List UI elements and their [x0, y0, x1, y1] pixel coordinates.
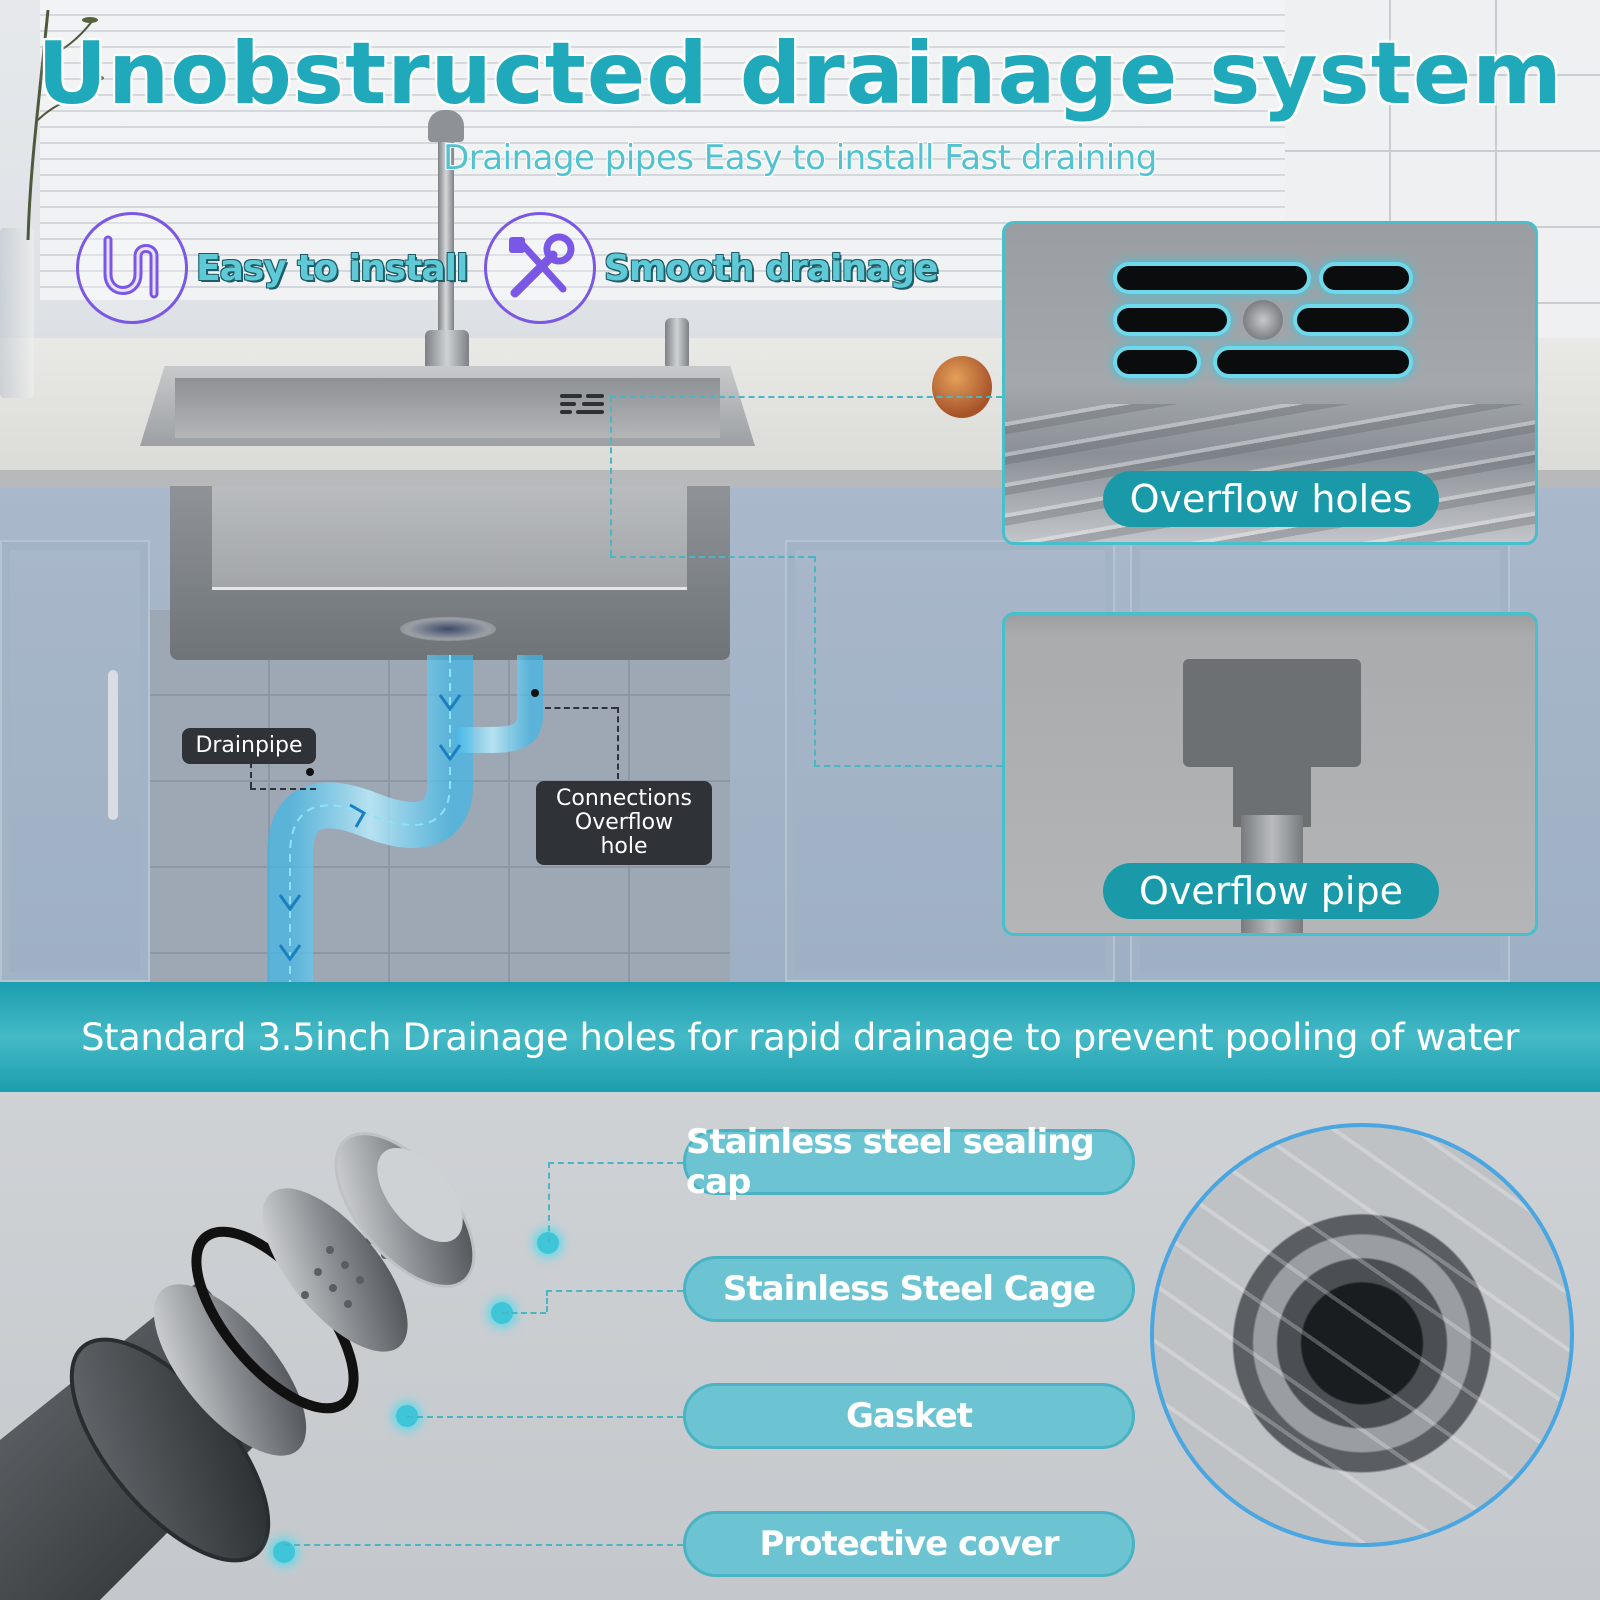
cabinet-handle	[108, 670, 118, 820]
sink-drain	[400, 617, 496, 641]
page-subtitle: Drainage pipes Easy to install Fast drai…	[443, 138, 1157, 178]
page-title: Unobstructed drainage system	[37, 24, 1563, 124]
connector-cap-h	[548, 1162, 683, 1164]
overflow-pipe-plate	[1183, 659, 1361, 767]
overflow-slot	[1117, 266, 1307, 290]
drain-closeup-photo	[1150, 1123, 1574, 1547]
connector-overflow-pipe-v	[814, 556, 816, 766]
connector-overflow-holes-h	[610, 396, 1002, 398]
feature-easy-install: Easy to install	[76, 212, 468, 324]
overflow-pipe-tag: Overflow pipe	[1103, 863, 1439, 919]
overflow-slot	[1117, 308, 1227, 332]
faucet-head	[428, 110, 464, 142]
connections-label: Connections Overflow hole	[536, 781, 712, 865]
cover-pointer-dot	[273, 1541, 295, 1563]
sink-bowl-face	[212, 486, 687, 590]
connector-cover	[284, 1544, 683, 1546]
cap-pointer-dot	[537, 1232, 559, 1254]
connections-label-line1: Connections	[556, 786, 692, 811]
info-band: Standard 3.5inch Drainage holes for rapi…	[0, 982, 1600, 1092]
cabinet-door-left	[0, 540, 150, 982]
connector-gasket	[407, 1416, 683, 1418]
overflow-screw	[1243, 300, 1283, 340]
plant-branch	[26, 9, 104, 240]
connector-drainpipe-h	[250, 788, 316, 790]
part-gasket: Gasket	[683, 1383, 1135, 1449]
feature-label: Easy to install	[196, 247, 468, 289]
connector-overflow-pipe-h1	[610, 556, 814, 558]
overflow-slot	[1117, 350, 1197, 374]
connector-cap-v	[548, 1162, 550, 1242]
connector-connections-h	[545, 707, 617, 709]
connector-drainpipe-v	[250, 762, 252, 788]
feature-smooth-drainage: Smooth drainage	[484, 212, 939, 324]
overflow-pipe-panel: Overflow pipe	[1002, 612, 1538, 936]
part-steel-cage: Stainless Steel Cage	[683, 1256, 1135, 1322]
info-band-text: Standard 3.5inch Drainage holes for rapi…	[80, 1015, 1520, 1059]
connector-overflow-holes-v	[610, 396, 612, 556]
sink-overflow-holes	[560, 394, 610, 414]
drain-pipes	[267, 655, 543, 982]
drain-assembly-illustration	[0, 1132, 476, 1600]
part-sealing-cap: Stainless steel sealing cap	[683, 1122, 1135, 1202]
glass-vase	[0, 228, 34, 398]
connector-cage-h2	[546, 1290, 683, 1292]
sink-inner	[175, 378, 720, 438]
s-trap-pipe-icon	[76, 212, 188, 324]
overflow-holes-panel: Overflow holes	[1002, 221, 1538, 545]
overflow-holes-tag: Overflow holes	[1103, 471, 1439, 527]
pomegranate	[932, 356, 992, 418]
wrench-screwdriver-icon	[484, 212, 596, 324]
overflow-slot	[1297, 308, 1409, 332]
feature-label: Smooth drainage	[604, 247, 939, 289]
connector-connections-v	[617, 707, 619, 779]
connector-cage-h1	[502, 1312, 546, 1314]
faucet-base	[425, 330, 469, 372]
connections-label-line2: Overflow hole	[574, 810, 674, 859]
part-protective-cover: Protective cover	[683, 1511, 1135, 1577]
drainpipe-label: Drainpipe	[182, 728, 316, 764]
overflow-slot	[1217, 350, 1409, 374]
faucet	[438, 116, 454, 376]
connector-overflow-pipe-h2	[814, 765, 1002, 767]
soap-dispenser	[665, 318, 689, 370]
overflow-slot	[1323, 266, 1409, 290]
connector-cage-v	[546, 1290, 548, 1312]
kitchen-scene	[0, 0, 1600, 982]
